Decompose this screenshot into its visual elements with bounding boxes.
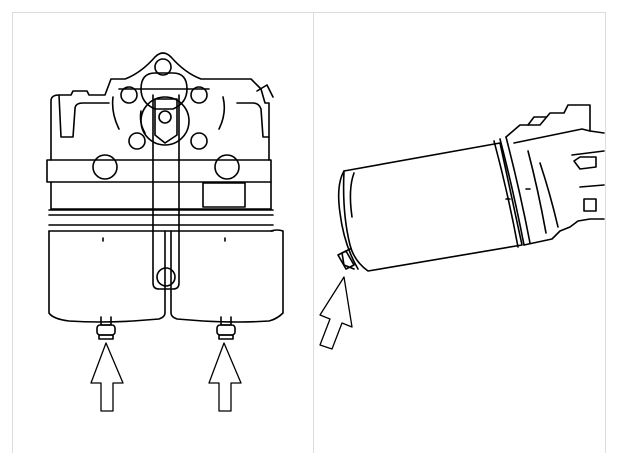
side-view-panel — [314, 13, 605, 453]
front-view-drawing — [46, 52, 284, 412]
housing-body — [46, 154, 274, 232]
left-filter-bowl — [48, 230, 166, 340]
drain-plug-arrow-icon — [208, 342, 242, 412]
side-view-drawing — [319, 104, 605, 350]
drain-plug-arrow-icon — [319, 276, 353, 350]
lever-arm — [152, 94, 180, 290]
side-housing — [337, 104, 605, 272]
front-view-panel — [13, 13, 313, 453]
right-filter-bowl — [170, 229, 284, 340]
figure-frame — [12, 12, 606, 453]
valve-head — [50, 52, 274, 161]
drain-plug-arrow-icon — [90, 342, 124, 412]
panel-divider — [313, 12, 314, 453]
